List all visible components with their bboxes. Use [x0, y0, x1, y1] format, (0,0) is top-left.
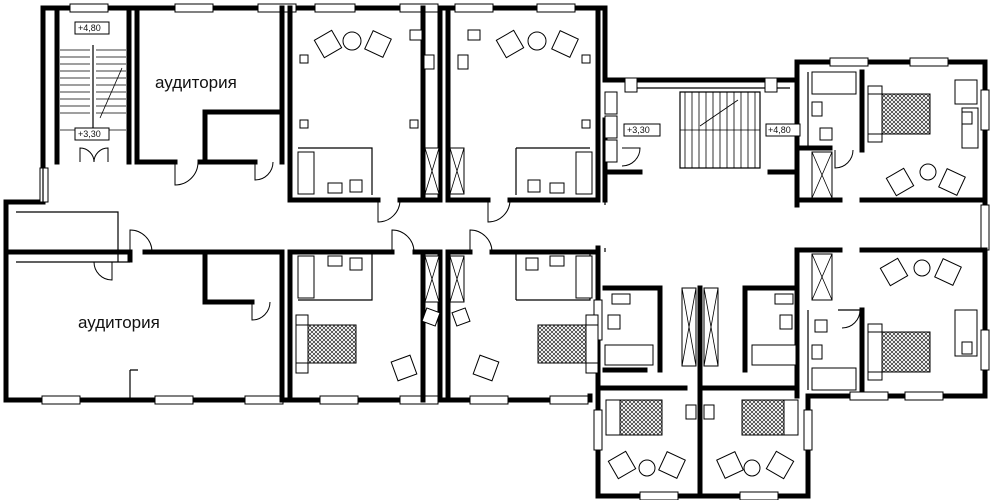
lower-room-2 — [445, 229, 601, 403]
stair-middle — [602, 77, 801, 175]
level-mark-middle-left: +3,30 — [627, 125, 650, 135]
auditorium-upper — [134, 5, 285, 186]
windows — [39, 3, 990, 500]
upper-room-2 — [445, 5, 601, 223]
corridor-details — [42, 168, 606, 252]
right-upper-unit — [794, 69, 988, 203]
south-wing — [595, 285, 800, 499]
level-mark-middle-right: +4,80 — [768, 125, 791, 135]
auditorium-lower — [3, 211, 285, 403]
stair-left — [54, 5, 132, 165]
level-mark-left-bottom: +3,30 — [78, 129, 101, 139]
level-mark-left-top: +4,80 — [78, 23, 101, 33]
upper-room-1 — [287, 5, 443, 223]
room-label-auditorium-upper: аудитория — [155, 73, 237, 92]
lower-room-1 — [287, 229, 443, 403]
room-label-auditorium-lower: аудитория — [78, 313, 160, 332]
right-lower-unit — [794, 247, 988, 393]
